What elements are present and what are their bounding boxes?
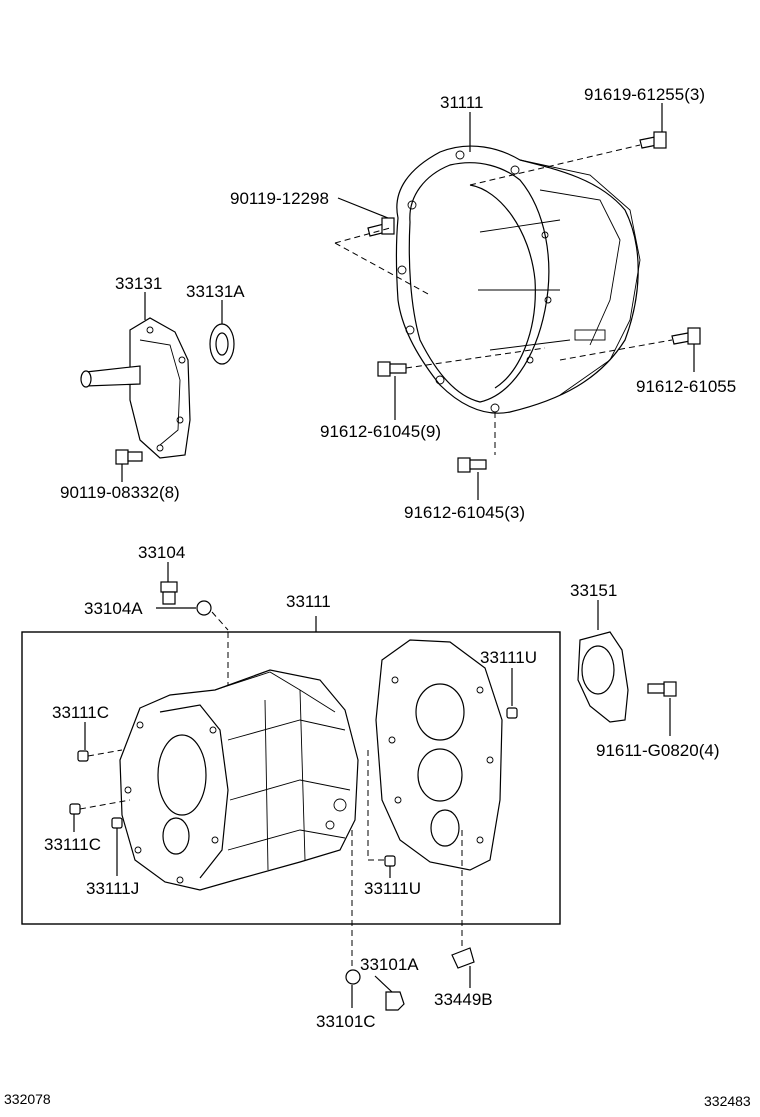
label-bolt-lower-left: 91612-61045(9) (320, 422, 441, 441)
bell-housing-drawing (395, 145, 641, 414)
adapter-plate-drawing (375, 639, 503, 871)
label-bell-housing: 31111 (440, 93, 484, 112)
bolt-left-drawing (334, 217, 431, 296)
label-sensor: 33449B (434, 990, 493, 1009)
bolt-right-drawing (559, 327, 701, 361)
transmission-case-drawing (119, 669, 359, 891)
gasket-drawing (196, 600, 229, 631)
label-pin-c-bottom: 33111C (44, 835, 101, 854)
label-code-left: 332078 (4, 1091, 51, 1107)
label-bolt-rear-cover: 91611-G0820(4) (596, 741, 720, 760)
label-code-right: 332483 (704, 1093, 751, 1109)
drain-plug-drawing (345, 830, 405, 1011)
label-pin-u-bottom: 33111U (364, 879, 421, 898)
label-gasket: 33104A (84, 599, 143, 618)
retainer-drawing (80, 317, 191, 465)
label-pin-j: 33111J (86, 879, 139, 898)
label-drain-plug: 33101C (316, 1012, 376, 1031)
plug-drawing (160, 581, 178, 605)
label-bolt-retainer: 90119-08332(8) (60, 483, 180, 502)
label-case-assy: 33111 (286, 592, 331, 611)
case-assy-frame (21, 631, 561, 925)
label-retainer: 33131 (115, 274, 162, 293)
label-bolt-bottom: 91612-61045(3) (404, 503, 525, 522)
label-rear-cover: 33151 (570, 581, 617, 600)
label-oil-seal: 33131A (186, 282, 245, 301)
label-pin-u-top: 33111U (480, 648, 537, 667)
label-drain-gasket: 33101A (360, 955, 419, 974)
oil-seal-drawing (209, 323, 235, 365)
sensor-drawing (451, 830, 475, 969)
label-pin-c-top: 33111C (52, 703, 109, 722)
label-bolt-left: 90119-12298 (230, 189, 329, 208)
label-bolt-bell-top: 91619-61255(3) (584, 85, 705, 104)
leader-lines (73, 103, 695, 1008)
bolt-lower-left-drawing (377, 347, 546, 377)
pins-drawing (69, 707, 518, 867)
label-bolt-right: 91612-61055 (636, 377, 736, 396)
label-plug: 33104 (138, 543, 185, 562)
rear-cover-drawing (577, 631, 677, 723)
bolt-top-right-drawing (469, 131, 667, 186)
bolt-bottom-drawing (457, 412, 496, 473)
